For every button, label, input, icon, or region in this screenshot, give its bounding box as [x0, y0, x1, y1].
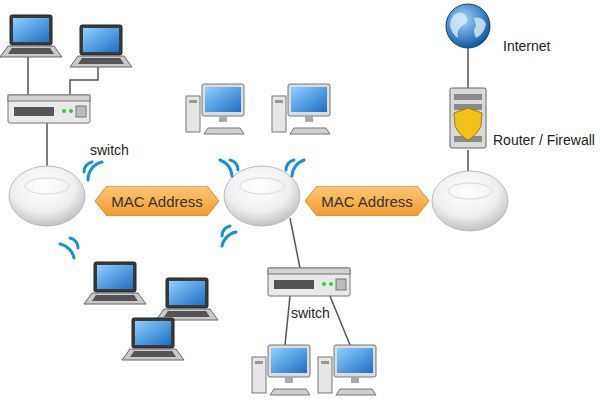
device-label: Internet [503, 38, 550, 54]
banner-text: MAC Address [305, 193, 429, 210]
device-label: switch [291, 305, 330, 321]
mac-address-banner: MAC Address [95, 186, 219, 216]
mac-address-banner: MAC Address [305, 186, 429, 216]
banner-text: MAC Address [95, 193, 219, 210]
device-label: Router / Firewall [493, 132, 595, 148]
device-label: switch [90, 142, 129, 158]
